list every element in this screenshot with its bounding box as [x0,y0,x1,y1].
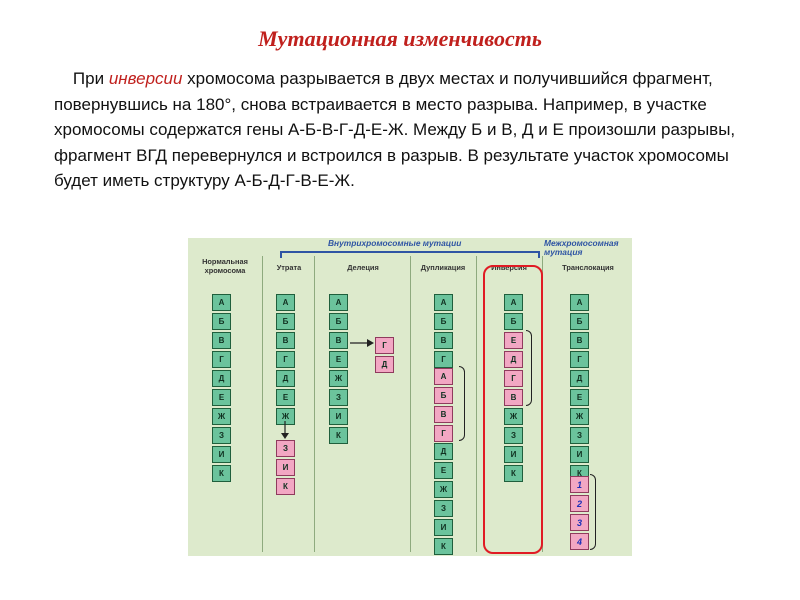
intra-group-line [280,251,540,253]
header-normal: Нормальная хромосома [202,257,248,275]
gene-box: 2 [570,495,589,512]
gene-box: Ж [329,370,348,387]
gene-box: Б [276,313,295,330]
gene-box: И [504,446,523,463]
gene-box: З [570,427,589,444]
gene-box: А [570,294,589,311]
header-inversion: Инверсия [491,263,527,272]
gene-box: Ж [504,408,523,425]
gene-box: З [434,500,453,517]
gene-box: А [329,294,348,311]
gene-box: К [504,465,523,482]
gene-box: Д [276,370,295,387]
gene-box: В [434,332,453,349]
intra-group-tick [280,251,282,258]
gene-box: А [504,294,523,311]
gene-box: Е [570,389,589,406]
loss-arrow-head [281,433,289,439]
gene-box: 3 [570,514,589,531]
inversion-highlight-frame [483,265,543,554]
gene-box: Б [434,313,453,330]
gene-box: Г [375,337,394,354]
gene-box: И [212,446,231,463]
gene-box: Е [212,389,231,406]
gene-box: Д [434,443,453,460]
inversion-term: инверсии [108,69,183,88]
gene-box: В [504,389,523,406]
gene-box: К [212,465,231,482]
mutation-diagram: Внутрихромосомные мутации Межхромосомная… [188,238,632,556]
gene-box: К [276,478,295,495]
gene-box: Д [504,351,523,368]
gene-box: В [276,332,295,349]
header-loss: Утрата [276,263,302,272]
gene-box: А [276,294,295,311]
column-divider [410,256,411,552]
gene-box: И [434,519,453,536]
header-duplication: Дупликация [420,263,466,272]
intra-group-tick [538,251,540,258]
gene-box: Е [504,332,523,349]
gene-box: В [212,332,231,349]
gene-box: К [329,427,348,444]
gene-box: Г [570,351,589,368]
gene-box: Ж [212,408,231,425]
deletion-arrow-head [367,339,374,347]
inter-group-label: Межхромосомная мутация [544,238,619,257]
gene-box: В [329,332,348,349]
header-deletion: Делеция [347,263,379,272]
arrow-layer [281,339,374,439]
gene-box: И [570,446,589,463]
gene-box: Б [504,313,523,330]
gene-box: Д [375,356,394,373]
gene-box: Г [276,351,295,368]
gene-box: З [329,389,348,406]
gene-box: Г [504,370,523,387]
gene-box: З [212,427,231,444]
gene-box: А [212,294,231,311]
gene-box: 1 [570,476,589,493]
gene-box: Ж [434,481,453,498]
gene-box: Б [570,313,589,330]
gene-box: Б [212,313,231,330]
gene-box: З [276,440,295,457]
gene-box: И [276,459,295,476]
gene-box: А [434,368,453,385]
column-divider [476,256,477,552]
gene-box: В [434,406,453,423]
gene-box: Б [329,313,348,330]
gene-box: Д [570,370,589,387]
page-title: Мутационная изменчивость [258,26,542,51]
column-divider [262,256,263,552]
gene-box: 4 [570,533,589,550]
gene-box: Б [434,387,453,404]
gene-box: Г [434,425,453,442]
gene-box: И [329,408,348,425]
para-lead: При [72,69,109,88]
gene-box: А [434,294,453,311]
header-translocation: Транслокация [562,263,614,272]
gene-box: Е [276,389,295,406]
gene-box: Г [212,351,231,368]
gene-box: Г [434,351,453,368]
gene-box: Е [329,351,348,368]
gene-box: Ж [570,408,589,425]
description-paragraph: При инверсии хромосома разрывается в дву… [54,66,754,194]
para-text: хромосома разрывается в двух местах и по… [54,69,736,190]
gene-box: Д [212,370,231,387]
gene-box: Е [434,462,453,479]
gene-box: К [434,538,453,555]
intra-group-label: Внутрихромосомные мутации [328,238,462,248]
gene-box: З [504,427,523,444]
gene-box: В [570,332,589,349]
column-divider [314,256,315,552]
